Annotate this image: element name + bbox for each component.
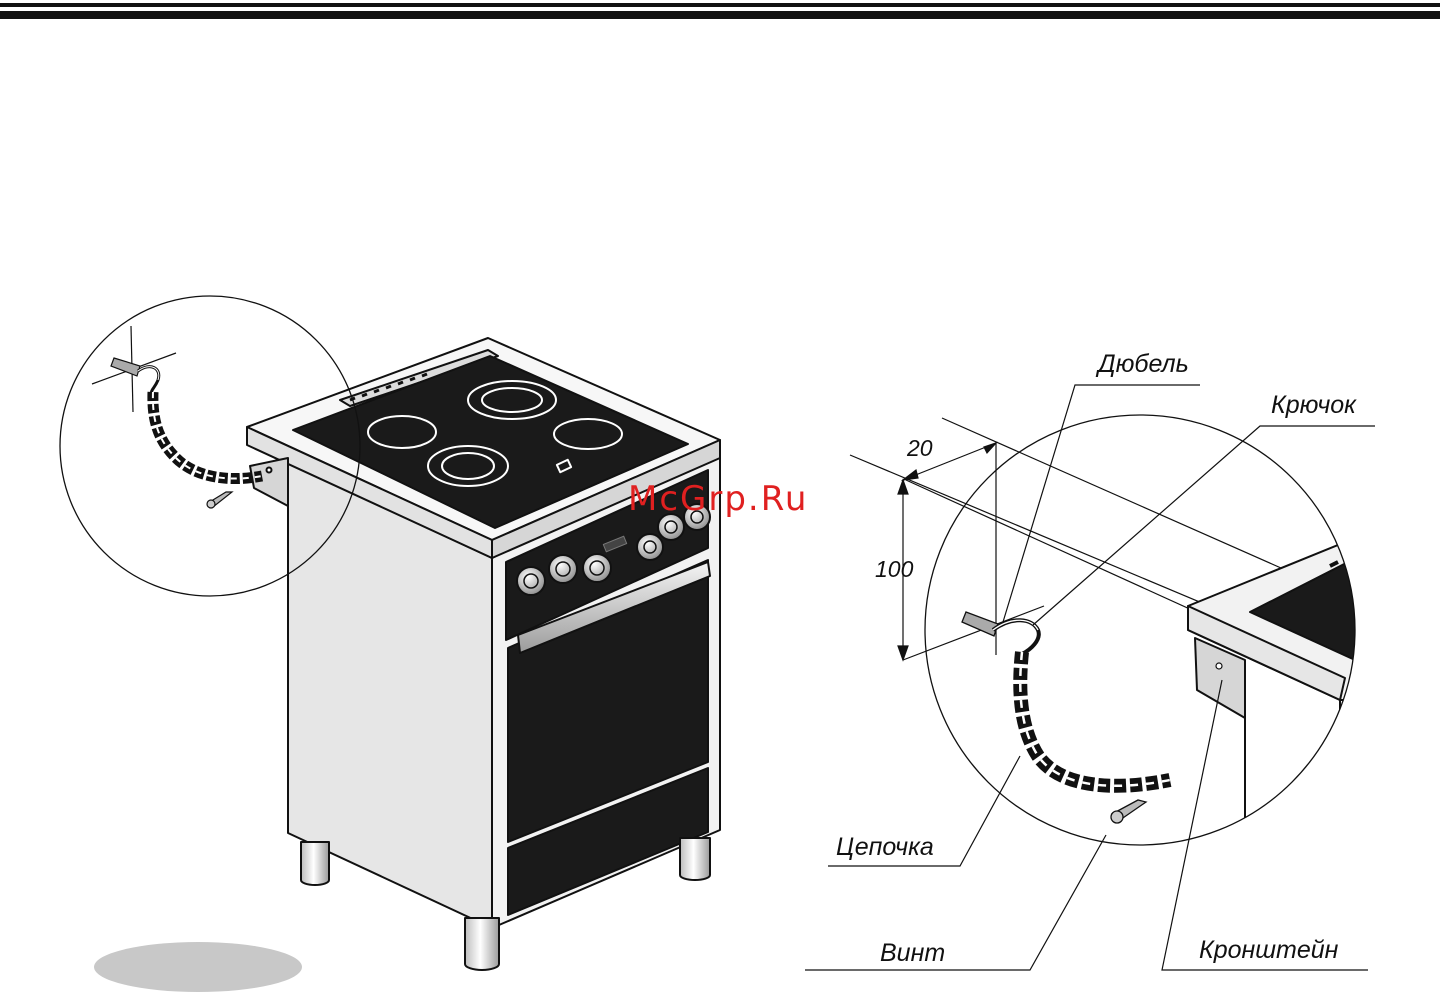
- leg-left: [301, 842, 329, 885]
- label-dowel: Дюбель: [1098, 352, 1189, 377]
- stove-illustration: [247, 338, 720, 970]
- leader-dowel: [1003, 385, 1200, 622]
- leg-right: [680, 838, 710, 880]
- label-hook: Крючок: [1271, 393, 1356, 418]
- label-bracket: Кронштейн: [1199, 938, 1338, 963]
- page-marker: [94, 942, 302, 992]
- dimension-height: 100: [875, 558, 913, 581]
- knob-1: [517, 567, 545, 595]
- right-detail: [805, 385, 1400, 970]
- watermark: McGrp.Ru: [628, 482, 808, 516]
- leader-bracket: [1162, 680, 1368, 970]
- label-chain: Цепочка: [836, 835, 934, 860]
- knob-3: [583, 554, 611, 582]
- header-rules: [0, 3, 1440, 19]
- knob-4: [637, 534, 663, 560]
- knob-2: [549, 555, 577, 583]
- label-screw: Винт: [880, 941, 945, 966]
- leg-front: [465, 918, 499, 970]
- dimension-offset: 20: [907, 437, 933, 460]
